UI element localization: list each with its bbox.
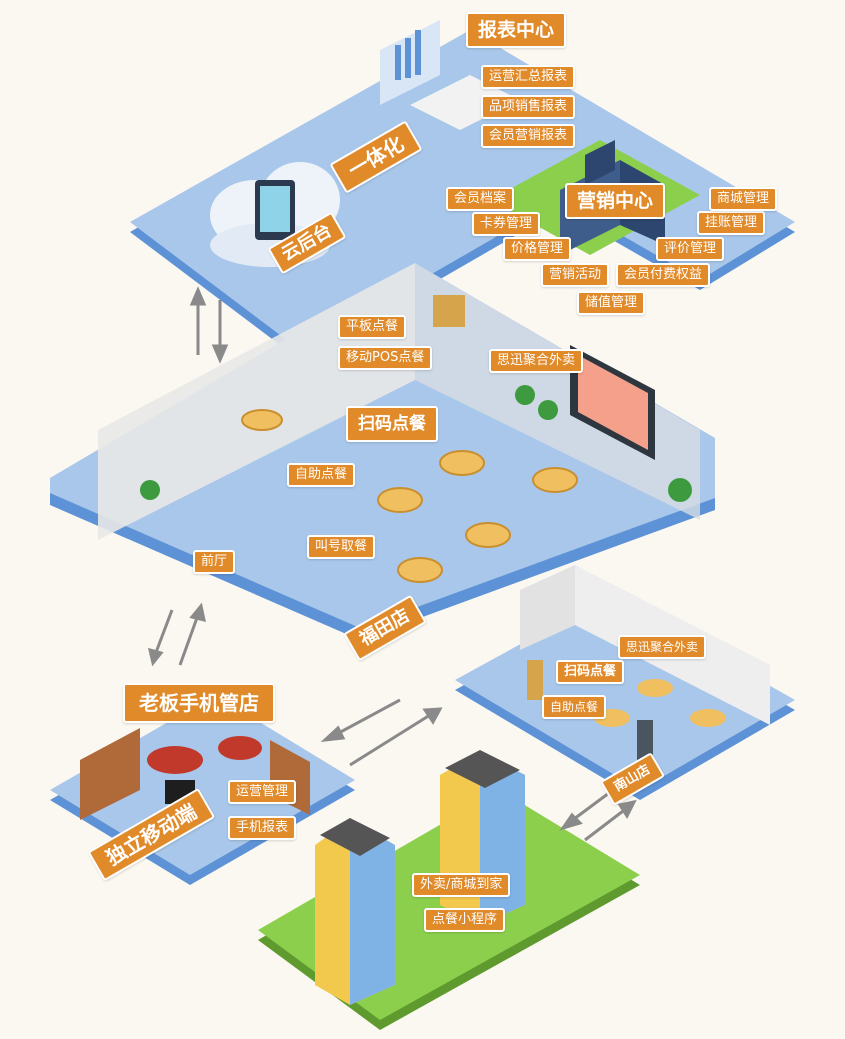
mobile-pos-order-label: 移动POS点餐 <box>338 346 432 370</box>
delivery-label: 思迅聚合外卖 <box>489 349 583 373</box>
takeout-mall-label: 外卖/商城到家 <box>412 873 510 897</box>
marketing-item: 价格管理 <box>503 237 571 261</box>
marketing-item: 评价管理 <box>656 237 724 261</box>
front-desk-label: 前厅 <box>193 550 235 574</box>
call-pickup-label: 叫号取餐 <box>307 535 375 559</box>
marketing-item: 卡券管理 <box>472 212 540 236</box>
nanshan-delivery-label: 思迅聚合外卖 <box>618 635 706 659</box>
report-center-title: 报表中心 <box>466 12 566 48</box>
marketing-item: 商城管理 <box>709 187 777 211</box>
mini-program-label: 点餐小程序 <box>424 908 505 932</box>
marketing-item: 储值管理 <box>577 291 645 315</box>
scan-order-label: 扫码点餐 <box>346 406 438 442</box>
marketing-item: 会员付费权益 <box>616 263 710 287</box>
report-item: 会员营销报表 <box>481 124 575 148</box>
tablet-order-label: 平板点餐 <box>338 315 406 339</box>
nanshan-scan-order-label: 扫码点餐 <box>556 660 624 684</box>
report-item: 品项销售报表 <box>481 95 575 119</box>
boss-mobile-title: 老板手机管店 <box>123 683 275 723</box>
nanshan-self-order-label: 自助点餐 <box>542 695 606 719</box>
boss-mobile-item: 手机报表 <box>228 816 296 840</box>
report-item: 运营汇总报表 <box>481 65 575 89</box>
self-order-label: 自助点餐 <box>287 463 355 487</box>
marketing-item: 挂账管理 <box>697 211 765 235</box>
marketing-item: 会员档案 <box>446 187 514 211</box>
marketing-item: 营销活动 <box>541 263 609 287</box>
boss-mobile-item: 运营管理 <box>228 780 296 804</box>
marketing-center-title: 营销中心 <box>565 183 665 219</box>
